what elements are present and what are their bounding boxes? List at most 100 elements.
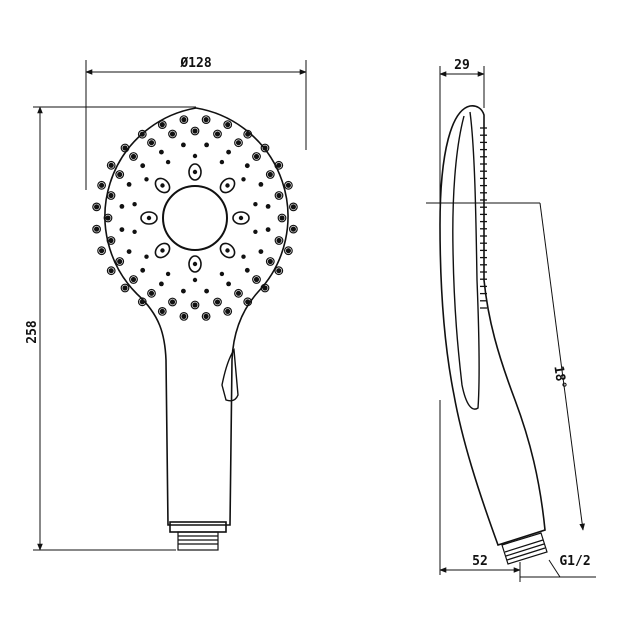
small-nozzle-ring bbox=[234, 138, 243, 148]
front-view bbox=[92, 107, 298, 551]
small-nozzle-ring bbox=[190, 126, 200, 136]
small-nozzle bbox=[225, 122, 231, 128]
small-nozzle bbox=[265, 204, 271, 209]
small-nozzle bbox=[169, 131, 176, 137]
small-nozzle bbox=[262, 145, 268, 151]
small-nozzle bbox=[139, 131, 145, 137]
small-nozzle bbox=[279, 215, 285, 221]
overall-length-label: 258 bbox=[25, 320, 40, 344]
dim-overall-length bbox=[33, 106, 196, 551]
large-jet bbox=[232, 211, 250, 225]
small-nozzle bbox=[94, 226, 100, 232]
small-nozzle bbox=[219, 271, 225, 277]
small-nozzle bbox=[181, 313, 187, 319]
small-nozzle bbox=[285, 182, 291, 188]
small-nozzle bbox=[226, 281, 232, 287]
small-nozzle bbox=[108, 162, 114, 168]
large-jet-core bbox=[225, 183, 230, 188]
angle-label: 18° bbox=[550, 365, 568, 390]
small-nozzle bbox=[108, 237, 114, 244]
small-nozzle bbox=[244, 163, 250, 169]
large-jet-core bbox=[192, 169, 198, 175]
small-nozzle-ring bbox=[120, 283, 130, 293]
small-nozzle bbox=[226, 149, 232, 155]
small-nozzle bbox=[244, 267, 250, 273]
small-nozzle bbox=[122, 145, 128, 151]
small-nozzle-ring bbox=[274, 191, 284, 200]
dim-head-diameter bbox=[85, 60, 307, 190]
small-nozzle-ring bbox=[277, 213, 287, 223]
small-nozzle-ring bbox=[168, 129, 177, 139]
large-jet-core bbox=[146, 215, 152, 221]
spray-face-ticks bbox=[480, 127, 487, 309]
small-nozzle bbox=[245, 299, 251, 305]
small-nozzle-ring bbox=[115, 257, 125, 266]
large-jet-core bbox=[192, 261, 198, 267]
small-nozzle-ring bbox=[223, 120, 233, 129]
side-thread bbox=[501, 532, 548, 565]
large-jet bbox=[219, 242, 236, 259]
small-nozzle-ring bbox=[265, 257, 275, 266]
small-nozzle bbox=[192, 277, 198, 283]
small-nozzle bbox=[192, 302, 198, 308]
small-nozzle bbox=[132, 229, 137, 234]
small-nozzle bbox=[117, 258, 123, 265]
small-nozzle-ring bbox=[97, 180, 106, 190]
small-nozzle-ring bbox=[179, 115, 189, 124]
small-nozzle-ring bbox=[274, 160, 284, 170]
small-nozzle bbox=[119, 204, 125, 209]
small-nozzle bbox=[192, 128, 198, 134]
small-nozzle bbox=[144, 177, 149, 182]
small-nozzle bbox=[181, 117, 187, 123]
small-nozzle-ring bbox=[92, 224, 101, 234]
small-nozzle-ring bbox=[137, 297, 147, 307]
small-nozzle-ring bbox=[137, 129, 147, 139]
small-nozzle-ring bbox=[190, 300, 200, 310]
small-nozzle bbox=[130, 153, 137, 160]
small-nozzle bbox=[285, 248, 291, 254]
large-jet-core bbox=[238, 215, 244, 221]
small-nozzle bbox=[108, 268, 114, 274]
small-nozzle bbox=[276, 162, 282, 168]
small-nozzle-ring bbox=[147, 138, 156, 148]
small-nozzle bbox=[159, 149, 164, 155]
small-nozzle bbox=[192, 153, 198, 159]
small-nozzle bbox=[203, 313, 209, 319]
small-nozzle bbox=[99, 182, 105, 188]
base-offset-label: 52 bbox=[472, 554, 488, 569]
small-nozzle bbox=[105, 215, 111, 221]
small-nozzle bbox=[159, 308, 165, 314]
small-nozzle bbox=[267, 171, 273, 178]
small-nozzle bbox=[204, 142, 210, 148]
spray-nozzles bbox=[92, 115, 298, 321]
small-nozzle bbox=[290, 226, 296, 232]
small-nozzle bbox=[132, 202, 137, 207]
large-jet bbox=[154, 177, 171, 194]
small-nozzle-ring bbox=[260, 143, 270, 153]
side-inner-contour bbox=[452, 111, 480, 410]
small-nozzle bbox=[241, 177, 246, 182]
small-nozzle-ring bbox=[243, 297, 253, 307]
small-nozzle bbox=[148, 290, 155, 296]
outlet-thread bbox=[177, 531, 219, 551]
side-depth-label: 29 bbox=[454, 58, 470, 73]
small-nozzle bbox=[148, 140, 155, 146]
small-nozzle-ring bbox=[284, 180, 293, 190]
small-nozzle-ring bbox=[129, 275, 138, 284]
small-nozzle bbox=[267, 258, 273, 265]
small-nozzle-ring bbox=[260, 283, 270, 293]
small-nozzle-ring bbox=[213, 297, 222, 307]
small-nozzle-ring bbox=[265, 170, 275, 179]
small-nozzle bbox=[214, 131, 221, 137]
small-nozzle-ring bbox=[223, 307, 233, 316]
small-nozzle bbox=[165, 271, 171, 277]
small-nozzle bbox=[139, 299, 145, 305]
small-nozzle bbox=[169, 299, 176, 305]
small-nozzle bbox=[245, 131, 251, 137]
large-jet bbox=[188, 163, 202, 181]
small-nozzle-ring bbox=[284, 246, 293, 256]
small-nozzle bbox=[214, 299, 221, 305]
large-jet-core bbox=[160, 183, 165, 188]
small-nozzle bbox=[253, 276, 260, 283]
